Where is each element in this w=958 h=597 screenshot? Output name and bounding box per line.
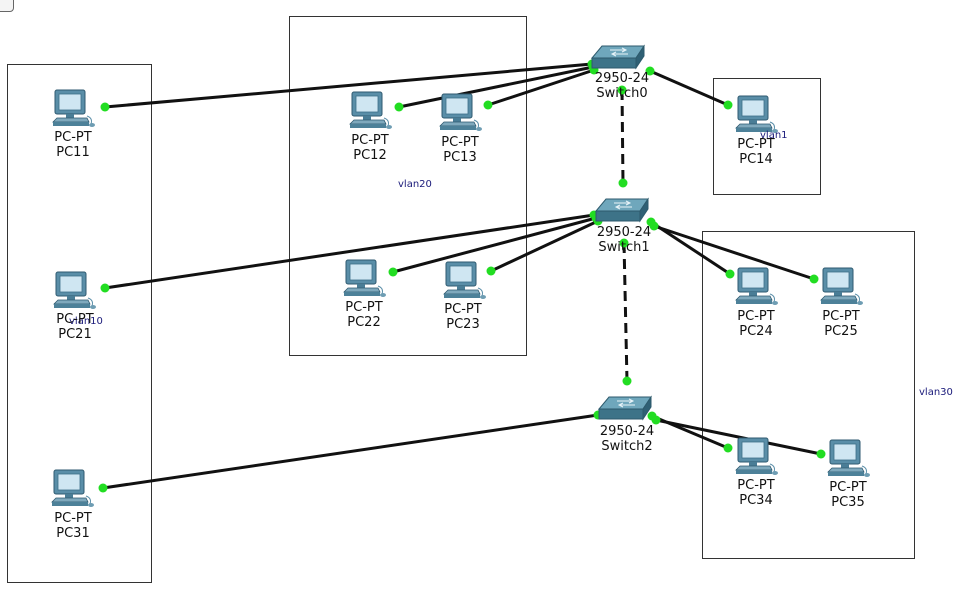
pc34-pc-icon[interactable] <box>735 437 778 475</box>
switch2-model: 2950-24 <box>599 424 655 439</box>
pc31-pc-icon[interactable] <box>51 469 94 507</box>
sw1-switch-icon[interactable] <box>594 197 649 223</box>
vlan10-area[interactable] <box>7 64 152 583</box>
pc34-label: PC-PT PC34 <box>737 478 774 508</box>
pc14-label: PC-PT PC14 <box>737 137 774 167</box>
port-up-indicator <box>619 238 629 248</box>
pc34-type: PC-PT <box>737 478 775 493</box>
pc23-name: PC23 <box>446 317 480 332</box>
pc25-type: PC-PT <box>822 309 860 324</box>
switch0-label: 2950-24 Switch0 <box>595 71 649 101</box>
pc13-name: PC13 <box>443 150 477 165</box>
port-up-indicator <box>617 85 627 95</box>
pc14-name: PC14 <box>739 152 773 167</box>
vlan20-area[interactable] <box>289 16 527 356</box>
pc35-type: PC-PT <box>829 480 867 495</box>
pc11-type: PC-PT <box>54 130 92 145</box>
pc13-label: PC-PT PC13 <box>441 135 478 165</box>
pc21-pc-icon[interactable] <box>53 271 96 309</box>
port-up-indicator <box>651 415 661 425</box>
pc21-name: PC21 <box>58 327 92 342</box>
switch1-label: 2950-24 Switch1 <box>597 225 651 255</box>
port-up-indicator <box>394 102 404 112</box>
port-up-indicator <box>645 66 655 76</box>
port-up-indicator <box>100 283 110 293</box>
switch0-name: Switch0 <box>596 86 648 101</box>
pc11-pc-icon[interactable] <box>52 89 95 127</box>
pc22-pc-icon[interactable] <box>343 259 386 297</box>
port-up-indicator <box>98 483 108 493</box>
pc13-pc-icon[interactable] <box>439 93 482 131</box>
port-up-indicator <box>816 449 826 459</box>
vlan20-label: vlan20 <box>398 179 432 190</box>
port-up-indicator <box>483 100 493 110</box>
pc24-pc-icon[interactable] <box>735 267 778 305</box>
pc35-label: PC-PT PC35 <box>829 480 866 510</box>
pc21-label: PC-PT PC21 <box>56 312 93 342</box>
vlan30-area[interactable] <box>702 231 915 559</box>
corner-tab[interactable] <box>0 0 14 12</box>
pc25-label: PC-PT PC25 <box>822 309 859 339</box>
switch1-name: Switch1 <box>598 240 650 255</box>
pc12-name: PC12 <box>353 148 387 163</box>
switch2-name: Switch2 <box>601 439 653 454</box>
pc11-name: PC11 <box>56 145 90 160</box>
port-up-indicator <box>486 266 496 276</box>
vlan30-label: vlan30 <box>919 387 953 398</box>
pc25-name: PC25 <box>824 324 858 339</box>
switch1-model: 2950-24 <box>596 225 652 240</box>
link-pc14-sw0[interactable] <box>645 66 733 110</box>
pc31-type: PC-PT <box>54 511 92 526</box>
link-sw0-sw1[interactable] <box>617 85 628 188</box>
pc13-type: PC-PT <box>441 135 479 150</box>
pc23-pc-icon[interactable] <box>443 261 486 299</box>
pc23-label: PC-PT PC23 <box>444 302 481 332</box>
pc22-name: PC22 <box>347 315 381 330</box>
port-up-indicator <box>649 221 659 231</box>
vlan10-label: vlan10 <box>69 316 103 327</box>
pc24-label: PC-PT PC24 <box>737 309 774 339</box>
link-pc25-sw1[interactable] <box>649 221 819 284</box>
pc24-name: PC24 <box>739 324 773 339</box>
pc11-label: PC-PT PC11 <box>54 130 91 160</box>
sw2-switch-icon[interactable] <box>597 395 652 421</box>
link-pc35-sw2[interactable] <box>651 415 826 459</box>
port-up-indicator <box>723 443 733 453</box>
port-up-indicator <box>618 178 628 188</box>
port-up-indicator <box>725 269 735 279</box>
pc31-label: PC-PT PC31 <box>54 511 91 541</box>
pc34-name: PC34 <box>739 493 773 508</box>
pc12-type: PC-PT <box>351 133 389 148</box>
pc25-pc-icon[interactable] <box>820 267 863 305</box>
pc22-label: PC-PT PC22 <box>345 300 382 330</box>
port-up-indicator <box>622 376 632 386</box>
pc14-pc-icon[interactable] <box>735 95 778 133</box>
switch2-label: 2950-24 Switch2 <box>600 424 654 454</box>
pc35-pc-icon[interactable] <box>827 439 870 477</box>
link-pc31-sw2[interactable] <box>98 410 603 493</box>
sw0-switch-icon[interactable] <box>590 44 645 70</box>
pc24-type: PC-PT <box>737 309 775 324</box>
pc22-type: PC-PT <box>345 300 383 315</box>
pc14-type: PC-PT <box>737 137 775 152</box>
pc23-type: PC-PT <box>444 302 482 317</box>
port-up-indicator <box>388 267 398 277</box>
pc35-name: PC35 <box>831 495 865 510</box>
vlan-pc14-area[interactable] <box>713 78 821 195</box>
pc12-pc-icon[interactable] <box>349 91 392 129</box>
pc12-label: PC-PT PC12 <box>351 133 388 163</box>
switch0-model: 2950-24 <box>594 71 650 86</box>
port-up-indicator <box>723 100 733 110</box>
pc31-name: PC31 <box>56 526 90 541</box>
link-sw1-sw2[interactable] <box>619 238 632 386</box>
pc21-type: PC-PT <box>56 312 94 327</box>
port-up-indicator <box>809 274 819 284</box>
port-up-indicator <box>100 102 110 112</box>
vlan-pc14-label: vlan1 <box>760 130 788 141</box>
